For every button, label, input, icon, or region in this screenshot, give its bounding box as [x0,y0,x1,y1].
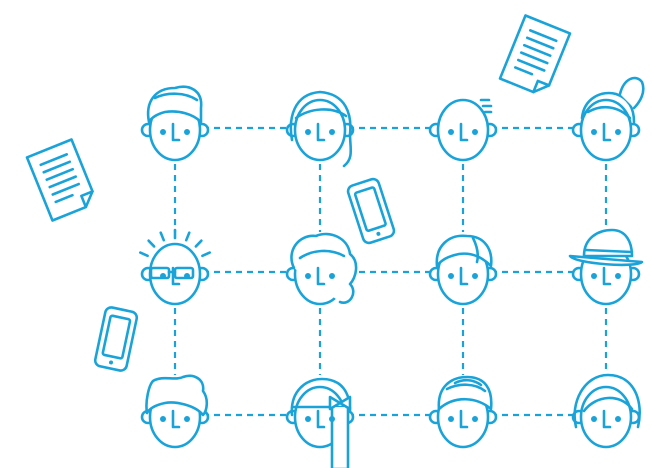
person-ponytail-icon [571,76,645,162]
person-curly-hair-icon [285,232,358,306]
person-round-hair-icon [571,373,641,449]
person-bob-hair-icon [285,90,355,168]
document-icon [25,138,94,222]
person-side-part-icon [428,234,498,306]
person-long-hair-bow-icon [285,377,355,468]
person-helmet-hair-icon [428,375,498,449]
person-glasses-spiky-icon [138,228,212,306]
network-connections [173,126,608,417]
person-bald-icon [428,98,498,162]
person-quiff-hair-icon [140,85,210,162]
document-icon [498,14,572,94]
decorations [25,14,572,372]
people-grid [138,76,645,468]
person-hat-icon [568,228,644,306]
person-wavy-hair-icon [140,374,210,449]
smartphone-icon [93,306,139,372]
smartphone-icon [346,177,396,245]
